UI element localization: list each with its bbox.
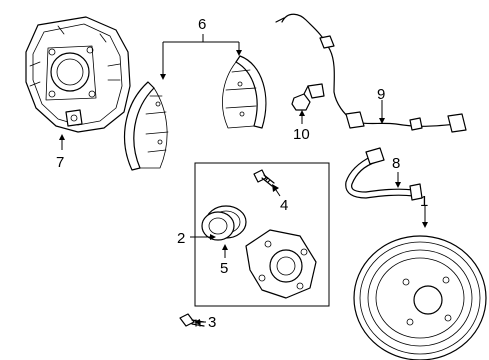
- callout-1: 1: [420, 193, 428, 210]
- callout-2: 2: [177, 230, 185, 247]
- bleeder-plug: [291, 85, 311, 111]
- mounting-bolt: [179, 313, 205, 327]
- callout-9: 9: [377, 86, 385, 103]
- hub-assembly-box: [194, 162, 330, 307]
- callout-5: 5: [220, 260, 228, 277]
- brake-hose: [345, 147, 423, 201]
- callout-8: 8: [392, 155, 400, 172]
- callout-7: 7: [56, 154, 64, 171]
- brake-drum: [353, 235, 487, 360]
- callout-10: 10: [293, 126, 310, 143]
- brake-shoe-right: [222, 55, 267, 129]
- callout-6: 6: [198, 16, 206, 33]
- callout-4: 4: [280, 197, 288, 214]
- brake-shoe-left: [123, 81, 169, 171]
- speed-sensor-harness: [275, 13, 467, 133]
- leader-lines: [59, 34, 428, 325]
- wheel-bearing: [201, 205, 247, 241]
- hub-bolt: [253, 169, 275, 187]
- hub-flange: [245, 229, 317, 299]
- backing-plate: [25, 16, 131, 133]
- callout-3: 3: [208, 314, 216, 331]
